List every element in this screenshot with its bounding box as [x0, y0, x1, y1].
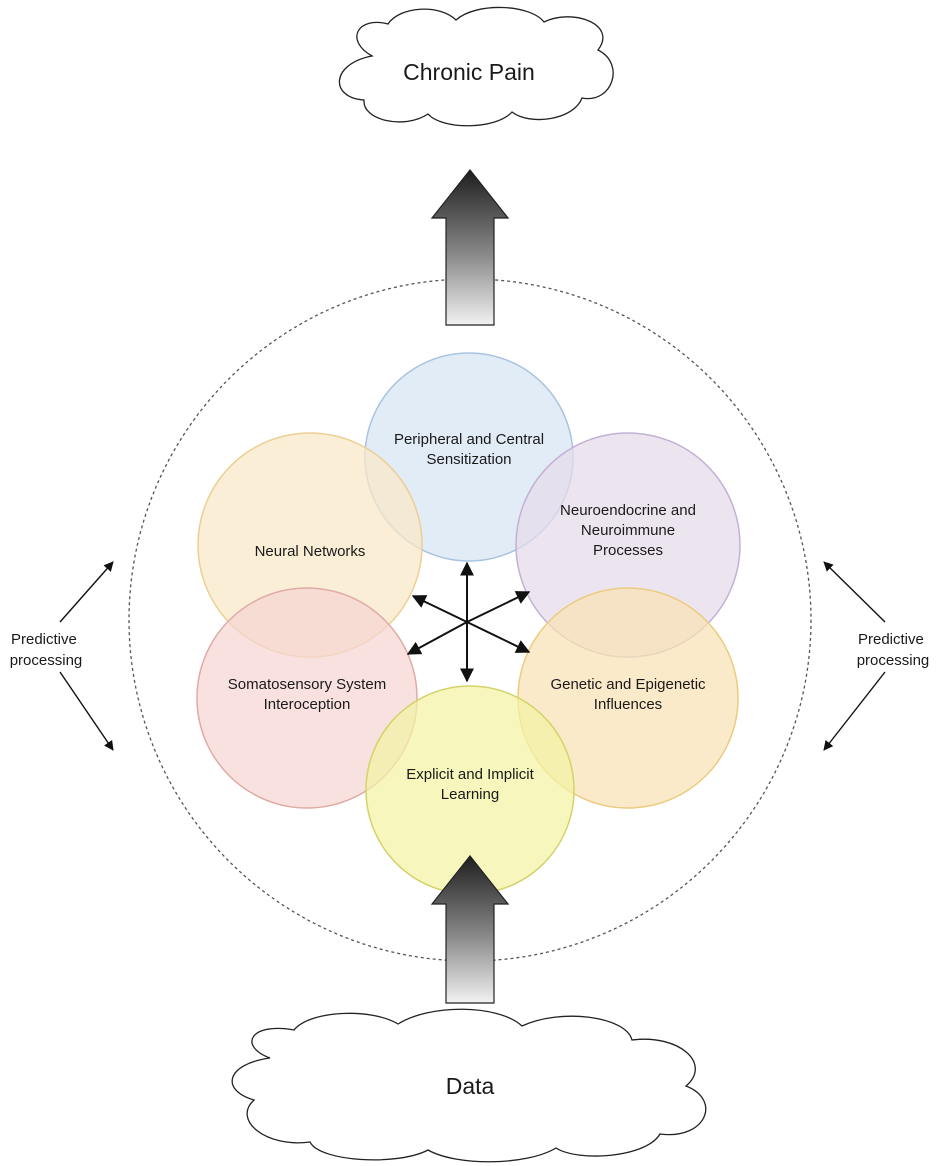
right-arrow-up: [823, 561, 886, 623]
circle-somatosensory-shape: [196, 587, 418, 809]
arrow-to-somatosensory: [406, 621, 468, 655]
circle-neuroendocrine-label-line: Processes: [593, 542, 663, 559]
circle-neural-label-line: Neural Networks: [255, 543, 366, 560]
circle-somatosensory-label-line: Somatosensory System: [228, 676, 386, 693]
circle-somatosensory-label-line: Interoception: [264, 696, 351, 713]
chronic-pain-cloud: Chronic Pain: [338, 6, 614, 127]
arrow-to-neural: [411, 595, 468, 623]
circle-peripheral-label-line: Peripheral and Central: [394, 431, 544, 448]
circle-neuroendocrine-label-line: Neuroendocrine and: [560, 502, 696, 519]
circle-learning-label-line: Learning: [441, 786, 499, 803]
left-predictive-label: Predictive processing: [10, 631, 83, 669]
arrow-to-neuroendocrine: [466, 591, 531, 623]
up-arrow-to-chronic-pain: [430, 169, 510, 326]
circle-genetic-label-line: Influences: [594, 696, 662, 713]
data-cloud: Data: [231, 1008, 707, 1163]
circle-neuroendocrine-label-line: Neuroimmune: [581, 522, 675, 539]
right-predictive-label: Predictive processing: [857, 631, 930, 669]
left-label-line-1: Predictive: [11, 631, 77, 648]
left-arrow-up: [59, 561, 114, 623]
data-label: Data: [446, 1073, 495, 1099]
right-label-line-1: Predictive: [858, 631, 924, 648]
left-arrow-down: [59, 671, 114, 751]
circle-genetic-label-line: Genetic and Epigenetic: [550, 676, 706, 693]
chronic-pain-label: Chronic Pain: [403, 59, 535, 85]
circle-peripheral-label-line: Sensitization: [426, 451, 511, 468]
circle-learning-label-line: Explicit and Implicit: [406, 766, 534, 783]
up-arrow-from-data: [430, 855, 510, 1004]
right-arrow-down: [823, 671, 886, 751]
central-interaction-arrows: [406, 561, 531, 683]
left-label-line-2: processing: [10, 652, 83, 669]
arrow-to-genetic: [466, 621, 531, 653]
circle-neural-label: Neural Networks: [255, 543, 366, 560]
right-label-line-2: processing: [857, 652, 930, 669]
